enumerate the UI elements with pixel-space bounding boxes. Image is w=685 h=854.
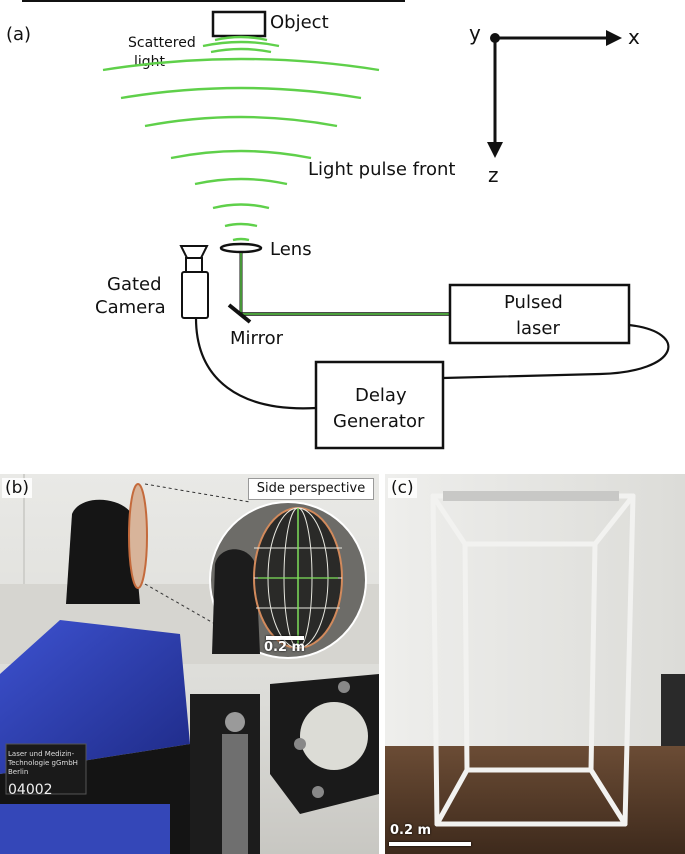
lens-label: Lens <box>270 239 312 260</box>
scattered-light-label-2: light <box>134 54 166 70</box>
camera-to-delay-cable <box>194 317 317 410</box>
device-label-line-1: Laser und Medizin- <box>8 750 75 758</box>
axis-y-label: y <box>469 21 481 45</box>
wave-front-2 <box>210 47 272 54</box>
coordinate-axes: y x z <box>469 21 640 187</box>
scale-label-c: 0.2 m <box>390 823 432 838</box>
wave-front-4 <box>120 86 362 100</box>
axis-z-label: z <box>488 163 499 187</box>
wave-front-7 <box>194 177 288 186</box>
light-pulse-front-label: Light pulse front <box>308 159 455 180</box>
pulsed-laser-label-2: laser <box>516 318 560 339</box>
device-label-plate: Laser und Medizin- Technologie gGmbH Ber… <box>8 750 86 799</box>
wave-front-8 <box>212 203 270 210</box>
device-label-line-2: Technologie gGmbH Berlin <box>8 759 78 776</box>
pulsed-laser-label-1: Pulsed <box>504 292 563 313</box>
z-axis-arrow <box>487 142 503 158</box>
laser-beam <box>239 253 450 316</box>
laser-to-delay-cable <box>442 323 670 380</box>
wave-front-9 <box>224 222 258 228</box>
pulsed-laser-box <box>448 283 631 345</box>
mirror-shape <box>227 303 252 324</box>
photo-panel-b: (b) Side perspective 0.2 m Laser und Med… <box>0 474 379 854</box>
photo-c-illustration <box>385 474 685 854</box>
panel-a-label: (a) <box>6 24 31 45</box>
wave-front-6 <box>170 149 312 160</box>
object-box <box>211 10 267 38</box>
draped-object <box>66 499 140 604</box>
device-number: 04002 <box>8 782 53 798</box>
mirror-label: Mirror <box>230 328 284 349</box>
photo-panel-c: (c) 0.2 m <box>385 474 685 854</box>
wave-front-3 <box>102 57 380 72</box>
gated-camera-label-1: Gated <box>107 274 162 295</box>
scale-label-b: 0.2 m <box>264 640 306 655</box>
wave-front-0 <box>214 35 268 42</box>
delay-generator-label-2: Generator <box>333 411 425 432</box>
inset-title: Side perspective <box>248 478 374 500</box>
photo-b-illustration <box>0 474 379 854</box>
scale-bar-c <box>389 842 471 846</box>
gated-camera-label-2: Camera <box>95 297 166 318</box>
x-axis-arrow <box>606 30 622 46</box>
scattered-light-label-1: Scattered <box>128 35 196 51</box>
panel-b-label: (b) <box>2 478 33 498</box>
diagram-panel-a: (a) Object Scattered light Light pulse f… <box>6 0 670 450</box>
delay-generator-box <box>314 360 445 450</box>
object-label: Object <box>270 12 329 33</box>
wave-front-5 <box>144 115 338 128</box>
delay-generator-label-1: Delay <box>355 385 407 406</box>
light-pulse-front-waves <box>102 35 380 242</box>
scale-bar-b <box>266 636 304 640</box>
gated-camera-icon <box>179 245 209 319</box>
axis-x-label: x <box>628 25 640 49</box>
wave-front-1 <box>202 40 280 48</box>
blue-laser-device <box>0 620 190 774</box>
target-disc <box>128 483 148 589</box>
wave-front-10 <box>232 237 250 242</box>
panel-c-label: (c) <box>388 478 417 498</box>
lens-shape <box>219 242 263 254</box>
